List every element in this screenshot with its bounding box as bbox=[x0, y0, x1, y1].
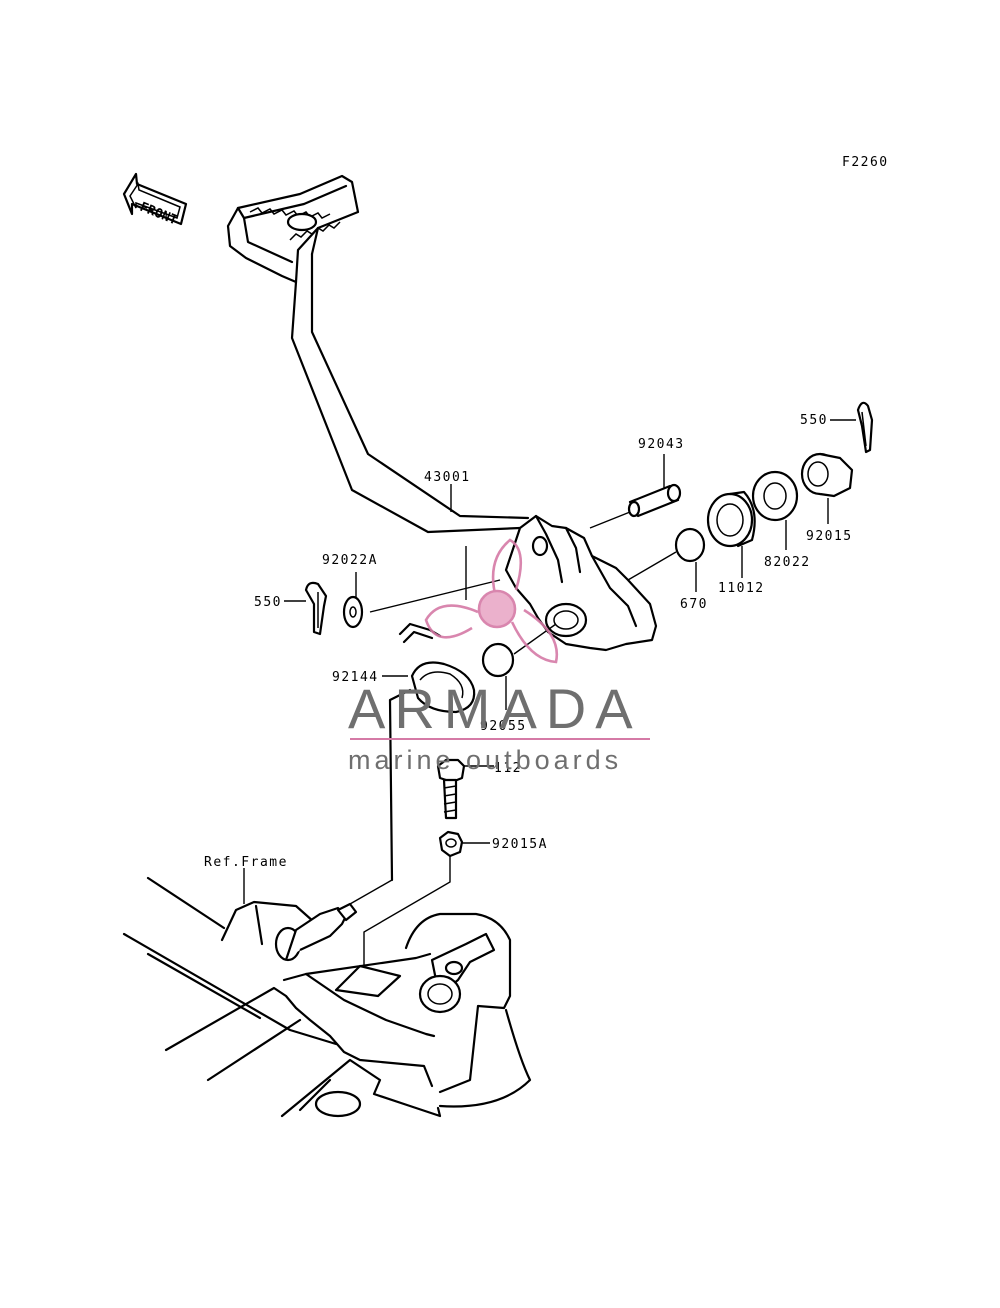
propeller-logo bbox=[424, 538, 559, 664]
part-number-labels: 43001 92043 550 92015 82022 11012 670 92… bbox=[204, 413, 853, 870]
o-ring-92055 bbox=[481, 642, 515, 678]
cotter-pin-550-left bbox=[304, 581, 328, 636]
label-92022A: 92022A bbox=[322, 553, 378, 568]
watermark-title: ARMADA bbox=[348, 677, 642, 740]
armada-watermark: ARMADA marine outboards bbox=[348, 538, 650, 775]
front-direction-arrow: FRONT bbox=[122, 172, 188, 228]
pin-92043 bbox=[627, 483, 682, 518]
label-92015A: 92015A bbox=[492, 837, 548, 852]
label-82022: 82022 bbox=[764, 555, 811, 570]
nut-92015A bbox=[438, 830, 464, 858]
label-112: 112 bbox=[494, 761, 522, 776]
washer-92022A bbox=[342, 595, 364, 629]
frame-reference bbox=[122, 876, 532, 1118]
label-43001: 43001 bbox=[424, 470, 471, 485]
nut-92015 bbox=[800, 452, 854, 498]
o-ring-670 bbox=[674, 527, 706, 563]
label-11012: 11012 bbox=[718, 581, 765, 596]
label-550-left: 550 bbox=[254, 595, 282, 610]
watermark-rule bbox=[350, 738, 650, 740]
leader-lines bbox=[243, 419, 856, 966]
figure-code: F2260 bbox=[842, 155, 889, 170]
label-92015: 92015 bbox=[806, 529, 853, 544]
label-92144: 92144 bbox=[332, 670, 379, 685]
bushing-11012 bbox=[706, 490, 756, 548]
label-92055: 92055 bbox=[480, 719, 527, 734]
bolt-112 bbox=[436, 758, 466, 820]
washer-82022 bbox=[751, 470, 799, 522]
label-670: 670 bbox=[680, 597, 708, 612]
label-92043: 92043 bbox=[638, 437, 685, 452]
label-550-top: 550 bbox=[800, 413, 828, 428]
label-ref-frame: Ref.Frame bbox=[204, 855, 288, 870]
cotter-pin-550-top bbox=[856, 401, 874, 454]
brake-pedal-43001 bbox=[226, 174, 658, 652]
watermark-subtitle: marine outboards bbox=[348, 745, 622, 775]
